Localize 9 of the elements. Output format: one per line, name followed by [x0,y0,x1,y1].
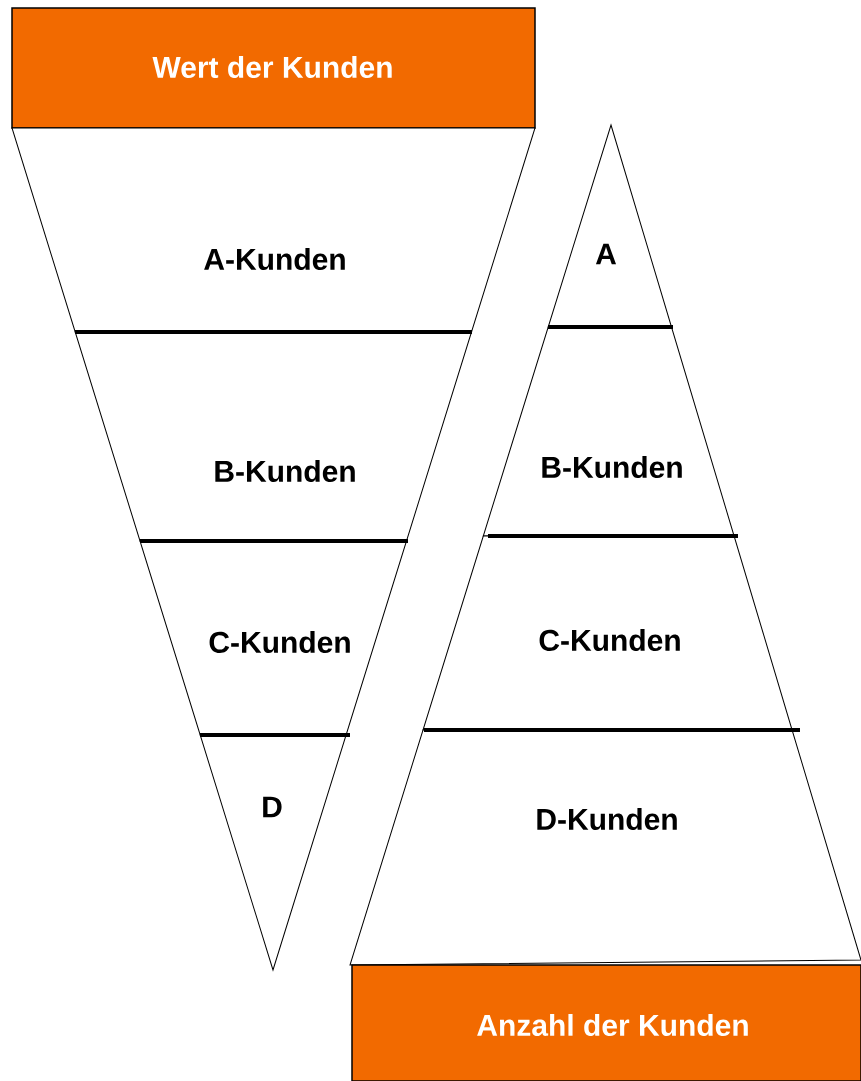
header-box: Wert der Kunden [11,7,536,129]
header-box: Anzahl der Kunden [351,964,861,1081]
tier-band: D-Kunden [349,729,861,966]
tier-band: A [547,124,672,328]
tier-band: B-Kunden [74,331,472,542]
tier-band: D [199,734,347,971]
tier-band: A-Kunden [11,127,536,333]
tier-band: C-Kunden [139,540,407,736]
tier-band: C-Kunden [422,535,793,731]
